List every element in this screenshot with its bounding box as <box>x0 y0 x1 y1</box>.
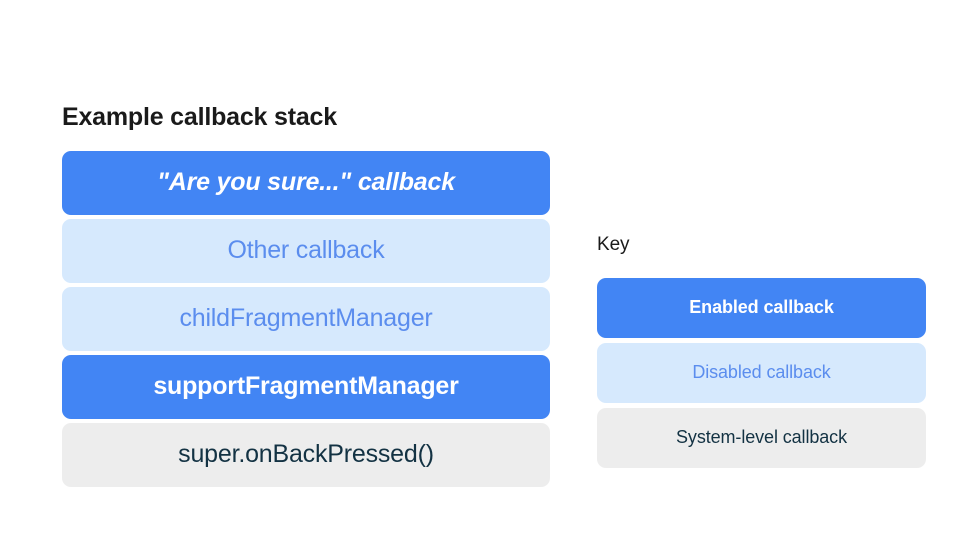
stack-item-label: "Are you sure..." callback <box>157 168 455 197</box>
stack-item-label: Other callback <box>227 236 385 265</box>
key-title: Key <box>597 234 630 255</box>
page-title: Example callback stack <box>62 103 337 131</box>
legend-item-label: System-level callback <box>676 427 847 448</box>
legend-item-enabled-callback: Enabled callback <box>597 278 926 338</box>
key-legend-list: Enabled callback Disabled callback Syste… <box>597 278 926 468</box>
legend-item-label: Enabled callback <box>689 297 834 318</box>
legend-item-disabled-callback: Disabled callback <box>597 343 926 403</box>
legend-item-system-level-callback: System-level callback <box>597 408 926 468</box>
key-legend-section: Key Enabled callback Disabled callback S… <box>597 232 926 468</box>
stack-item-label: super.onBackPressed() <box>178 440 434 469</box>
stack-item-support-fragment-manager[interactable]: supportFragmentManager <box>62 355 550 419</box>
stack-item-other-callback[interactable]: Other callback <box>62 219 550 283</box>
callback-stack-list: "Are you sure..." callback Other callbac… <box>62 151 550 487</box>
callback-stack-section: Example callback stack "Are you sure..."… <box>62 100 550 487</box>
stack-item-child-fragment-manager[interactable]: childFragmentManager <box>62 287 550 351</box>
stack-item-are-you-sure-callback[interactable]: "Are you sure..." callback <box>62 151 550 215</box>
legend-item-label: Disabled callback <box>692 362 831 383</box>
stack-item-super-on-back-pressed[interactable]: super.onBackPressed() <box>62 423 550 487</box>
stack-item-label: supportFragmentManager <box>153 372 459 401</box>
stack-item-label: childFragmentManager <box>179 304 433 333</box>
